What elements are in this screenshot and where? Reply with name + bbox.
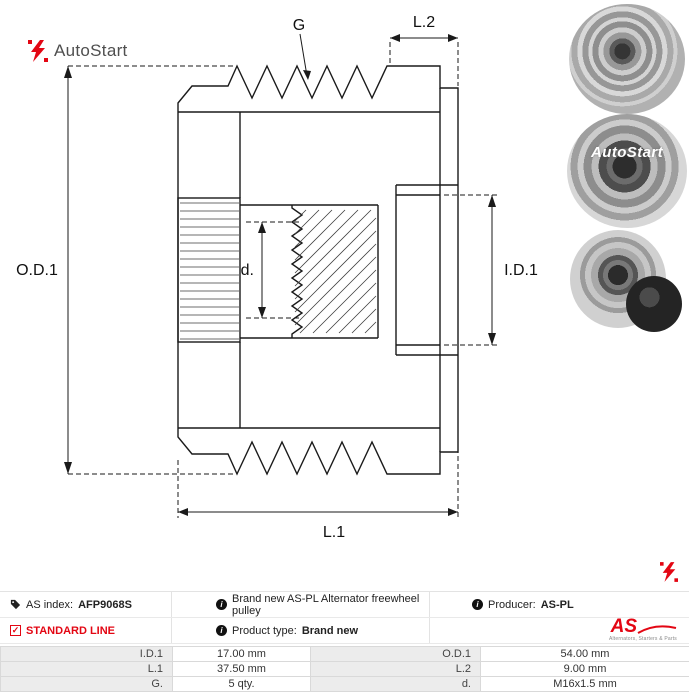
standard-line-label: STANDARD LINE <box>26 624 116 637</box>
product-type-cell: i Product type: Brand new <box>172 618 430 643</box>
spec-key: G. <box>0 676 173 692</box>
spec-row: L.1 37.50 mm L.2 9.00 mm <box>0 661 689 677</box>
producer-value: AS-PL <box>540 598 574 611</box>
producer-label: Producer: <box>488 598 536 611</box>
spec-key: L.1 <box>0 661 173 677</box>
pulley-technical-drawing: O.D.1 G L.2 I.D.1 d. L.1 <box>16 14 538 541</box>
product-description: Brand new AS-PL Alternator freewheel pul… <box>232 592 420 617</box>
dimension-arrowheads <box>64 34 496 516</box>
product-photo-angle: AutoStart <box>567 114 687 228</box>
info-icon: i <box>216 599 227 610</box>
dim-label-l2: L.2 <box>413 14 435 31</box>
spec-row: I.D.1 17.00 mm O.D.1 54.00 mm <box>0 646 689 662</box>
autostart-logo-text: AutoStart <box>54 41 128 60</box>
spec-value: 17.00 mm <box>172 646 311 662</box>
watermark-text: AutoStart <box>591 143 663 161</box>
pulley-outline <box>177 64 459 476</box>
dimension-labels: O.D.1 G L.2 I.D.1 d. L.1 <box>16 14 538 541</box>
spec-value: 54.00 mm <box>480 646 689 662</box>
info-band: AS index: AFP9068S i Brand new AS-PL Alt… <box>0 591 689 644</box>
info-row-2: ✓ STANDARD LINE i Product type: Brand ne… <box>0 616 689 644</box>
spec-value: 9.00 mm <box>480 661 689 677</box>
spec-value: M16x1.5 mm <box>480 676 689 692</box>
autostart-bolt-icon <box>28 40 48 62</box>
dimension-lines <box>67 33 500 518</box>
spec-value: 37.50 mm <box>172 661 311 677</box>
info-row-1: AS index: AFP9068S i Brand new AS-PL Alt… <box>0 592 689 618</box>
info-icon: i <box>216 625 227 636</box>
asl-bolt-icon <box>660 562 678 582</box>
producer-cell: i Producer: AS-PL <box>430 592 689 617</box>
dim-label-id1: I.D.1 <box>504 262 538 279</box>
product-photo-cap <box>626 276 682 332</box>
standard-line-cell: ✓ STANDARD LINE <box>0 618 172 643</box>
asl-logo-text: AS <box>610 616 637 637</box>
spec-key: I.D.1 <box>0 646 173 662</box>
as-index-value: AFP9068S <box>78 598 132 611</box>
product-type-value: Brand new <box>301 624 359 637</box>
tag-icon <box>10 599 21 610</box>
as-index-label: AS index: <box>26 598 74 611</box>
asl-logo-swoosh <box>637 625 677 634</box>
asl-logo: AS <box>610 616 677 637</box>
dim-label-g: G <box>293 17 305 34</box>
thread-hatching <box>294 209 377 334</box>
autostart-logo: AutoStart <box>28 40 128 62</box>
spec-key: O.D.1 <box>310 646 481 662</box>
spec-row: G. 5 qty. d. M16x1.5 mm <box>0 676 689 692</box>
spec-key: d. <box>310 676 481 692</box>
spec-table: I.D.1 17.00 mm O.D.1 54.00 mm L.1 37.50 … <box>0 646 689 692</box>
dim-label-l1: L.1 <box>323 524 345 541</box>
as-index-cell: AS index: AFP9068S <box>0 592 172 617</box>
description-cell: i Brand new AS-PL Alternator freewheel p… <box>172 592 430 617</box>
checkbox-icon: ✓ <box>10 625 21 636</box>
dim-label-d: d. <box>241 262 254 279</box>
spline-hatching <box>180 202 239 340</box>
asl-logo-cell: AS Alternators, Starters & Parts <box>430 616 689 643</box>
dim-label-od1: O.D.1 <box>16 262 58 279</box>
product-photo-front <box>569 4 685 114</box>
spec-key: L.2 <box>310 661 481 677</box>
product-type-label: Product type: <box>232 624 297 637</box>
info-icon: i <box>472 599 483 610</box>
asl-logo-tagline: Alternators, Starters & Parts <box>608 636 677 642</box>
spec-value: 5 qty. <box>172 676 311 692</box>
